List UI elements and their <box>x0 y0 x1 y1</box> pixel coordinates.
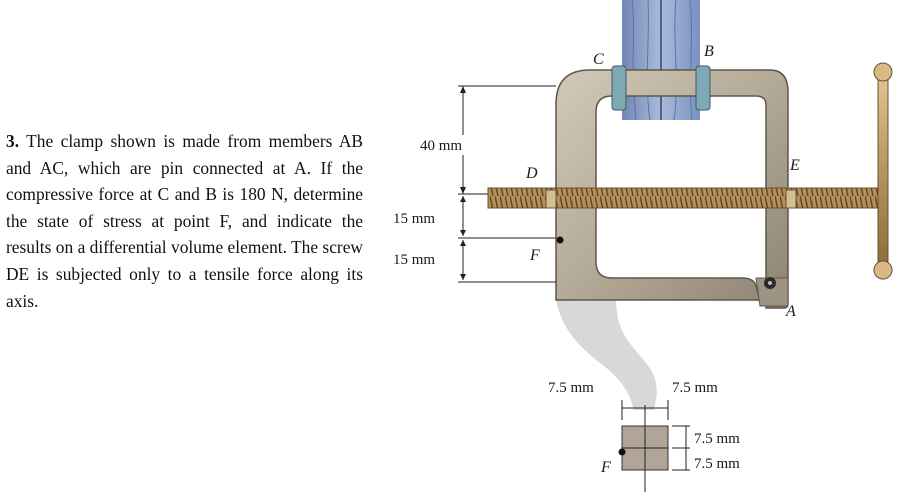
clamp-frame <box>555 69 789 309</box>
label-e: E <box>789 157 800 174</box>
dim-15mm-upper: 15 mm <box>393 211 435 227</box>
dim-15mm-lower: 15 mm <box>393 252 435 268</box>
label-a: A <box>785 303 796 320</box>
dim-width-left: 7.5 mm <box>548 380 594 396</box>
jaw-pad-c <box>611 65 627 111</box>
label-d: D <box>525 165 538 182</box>
dim-40mm: 40 mm <box>420 138 462 154</box>
label-f-element: F <box>600 459 611 476</box>
dim-height-top: 7.5 mm <box>694 431 740 447</box>
t-handle <box>877 71 889 273</box>
problem-number: 3. <box>6 131 20 151</box>
problem-text: The clamp shown is made from members AB … <box>6 131 363 311</box>
label-f: F <box>529 247 540 264</box>
label-b: B <box>704 43 714 60</box>
jaw-pad-b <box>695 65 711 111</box>
dim-height-bottom: 7.5 mm <box>694 456 740 472</box>
label-c: C <box>593 51 604 68</box>
problem-statement: 3. The clamp shown is made from members … <box>6 128 363 314</box>
section-band <box>556 300 657 410</box>
dim-width-right: 7.5 mm <box>672 380 718 396</box>
point-f-dot <box>556 236 564 244</box>
dimension-lines <box>458 85 556 283</box>
